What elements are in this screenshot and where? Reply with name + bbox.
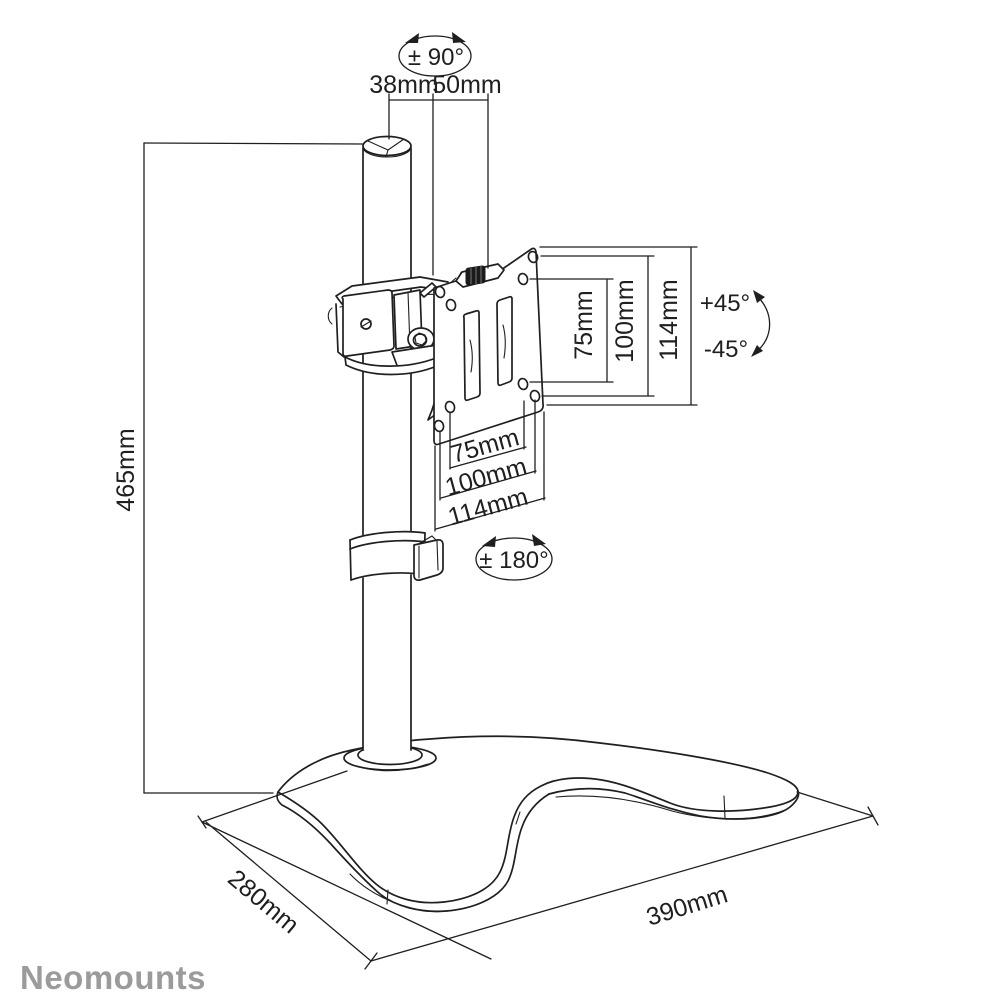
vesa-slot-right [496,295,513,387]
knob [455,263,505,288]
rotate-left-arrow-icon [482,536,496,547]
base-width-label: 390mm [643,880,731,931]
dim-vesa-vertical: 75mm 100mm 114mm [529,246,698,406]
vesa-plate-drawing [433,247,544,446]
pole-rotation-label: ± 90° [408,44,464,71]
dim-tilt-range: +45° -45° [700,290,771,363]
base-depth-label: 280mm [222,864,304,939]
vesa-v75-label: 75mm [570,290,598,359]
height-label: 465mm [112,428,140,511]
tilt-down-label: -45° [704,336,748,363]
ring-clip-drawing [349,530,444,581]
rotate-left-arrow-icon [405,33,419,43]
tilt-up-arrow-icon [753,290,765,303]
vesa-v114-label: 114mm [655,279,683,361]
tilt-up-label: +45° [700,290,750,317]
vesa-v100-label: 100mm [611,279,639,362]
dim-rotation-180: ± 180° [475,534,553,581]
pole-drawing [362,135,412,751]
dim-rotation-90: ± 90° [398,32,472,77]
rotate-right-arrow-icon [452,32,466,43]
tilt-down-arrow-icon [751,345,763,357]
dim-height-465: 465mm [112,142,364,794]
vesa-slot-left [462,309,481,402]
brand-logo: Neomounts [20,959,206,996]
plate-rotation-label: ± 180° [479,547,548,574]
rotate-right-arrow-icon [532,534,546,546]
cable-clip [413,539,444,581]
